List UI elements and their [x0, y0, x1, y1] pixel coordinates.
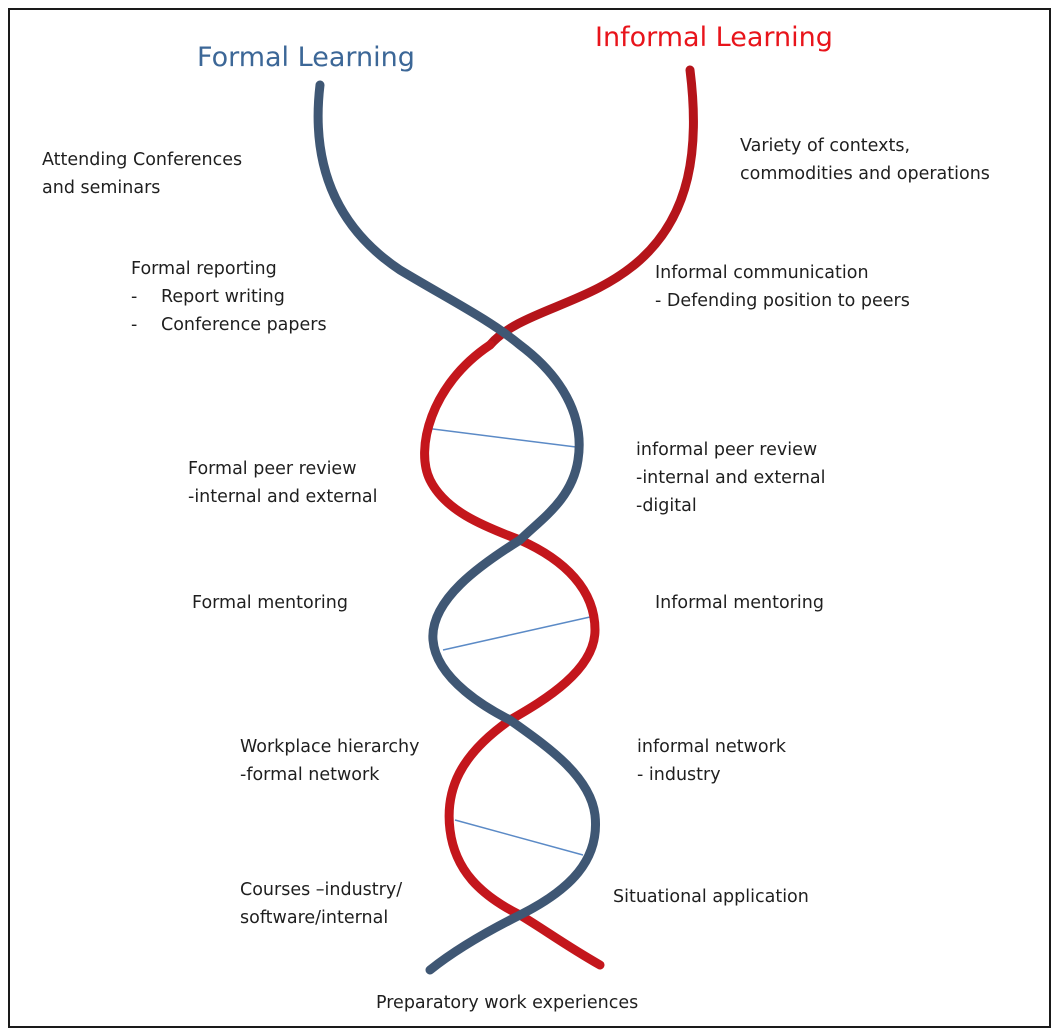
helix-rung-2 [442, 616, 591, 651]
informal-strand-mid [505, 535, 600, 725]
label-line: Variety of contexts, [740, 136, 911, 156]
informal-learning-title: Informal Learning [595, 22, 833, 53]
label-line: -internal and external [636, 468, 826, 488]
label-informal-network: informal network - industry [637, 733, 786, 789]
label-line: Workplace hierarchy [240, 737, 420, 757]
formal-learning-title: Formal Learning [197, 42, 415, 73]
label-line: Informal mentoring [655, 593, 824, 613]
label-preparatory-work-experiences: Preparatory work experiences [376, 993, 639, 1013]
label-line: Courses –industry/ [240, 880, 403, 900]
label-attending-conferences: Attending Conferences and seminars [42, 146, 242, 202]
helix-rung-3 [454, 819, 584, 856]
label-bullet-item: Report writing [131, 283, 327, 311]
label-formal-reporting: Formal reporting Report writing Conferen… [131, 255, 327, 339]
label-line: -internal and external [188, 487, 378, 507]
label-informal-mentoring: Informal mentoring [655, 589, 824, 617]
label-courses: Courses –industry/ software/internal [240, 876, 402, 932]
label-line: informal peer review [636, 440, 818, 460]
label-formal-mentoring: Formal mentoring [192, 589, 348, 617]
label-line: - Defending position to peers [655, 291, 910, 311]
label-situational-application: Situational application [613, 883, 809, 911]
label-informal-peer-review: informal peer review -internal and exter… [636, 436, 826, 520]
label-line: -digital [636, 496, 697, 516]
label-line: Formal peer review [188, 459, 357, 479]
label-variety-of-contexts: Variety of contexts, commodities and ope… [740, 132, 990, 188]
label-line: - industry [637, 765, 721, 785]
label-line: informal network [637, 737, 786, 757]
diagram-frame [8, 8, 1051, 1028]
label-formal-peer-review: Formal peer review -internal and externa… [188, 455, 378, 511]
label-line: Informal communication [655, 263, 869, 283]
formal-strand [313, 80, 601, 975]
helix-rung-1 [424, 427, 577, 448]
informal-strand-upper [485, 65, 698, 350]
label-line: Attending Conferences [42, 150, 243, 170]
label-bullet-item: Conference papers [131, 311, 327, 339]
informal-strand-bottom [444, 715, 605, 970]
informal-strand-lower-left [420, 340, 525, 545]
label-line: -formal network [240, 765, 380, 785]
label-line: software/internal [240, 908, 389, 928]
label-workplace-hierarchy: Workplace hierarchy -formal network [240, 733, 419, 789]
label-informal-communication: Informal communication - Defending posit… [655, 259, 910, 315]
label-line: Situational application [613, 887, 809, 907]
label-line: commodities and operations [740, 164, 990, 184]
label-line: and seminars [42, 178, 161, 198]
label-line: Formal mentoring [192, 593, 348, 613]
label-heading: Formal reporting [131, 259, 277, 279]
